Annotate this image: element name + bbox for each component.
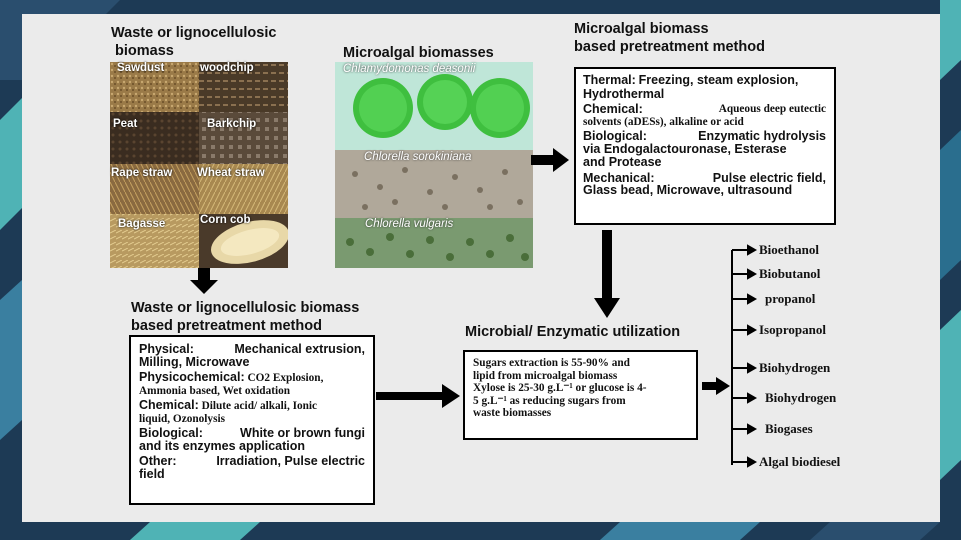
products-bracket bbox=[731, 244, 758, 468]
product-biogases: Biogases bbox=[765, 421, 813, 436]
arrow-pretreatment-to-utilization bbox=[594, 230, 620, 318]
waste-pretreatment-box: Physical:Mechanical extrusion, Milling, … bbox=[129, 335, 375, 505]
microalgae-photo bbox=[335, 62, 533, 268]
label-corn-cob: Corn cob bbox=[200, 214, 251, 226]
label-rape-straw: Rape straw bbox=[111, 167, 173, 179]
label-chlorella-vulgaris: Chlorella vulgaris bbox=[365, 218, 454, 230]
arrow-utilization-to-products bbox=[702, 377, 730, 395]
label-bagasse: Bagasse bbox=[118, 218, 166, 230]
product-propanol: propanol bbox=[765, 291, 816, 306]
product-bioethanol: Bioethanol bbox=[759, 242, 819, 257]
waste-biomass-photo bbox=[110, 62, 288, 268]
microalgal-pretreatment-heading: Microalgal biomass based pretreatment me… bbox=[574, 21, 765, 55]
product-isopropanol: Isopropanol bbox=[759, 322, 826, 337]
microalgal-biomasses-heading: Microalgal biomasses bbox=[343, 45, 494, 61]
arrow-algae-to-pretreatment bbox=[531, 148, 569, 172]
product-biobutanol: Biobutanol bbox=[759, 266, 821, 281]
label-chlamydomonas: Chlamydomonas deasonii bbox=[343, 63, 476, 75]
label-wheat-straw: Wheat straw bbox=[197, 167, 265, 179]
label-sawdust: Sawdust bbox=[117, 62, 165, 74]
label-woodchip: woodchip bbox=[200, 62, 254, 74]
arrow-waste-down bbox=[190, 268, 218, 294]
waste-biomass-heading: Waste or lignocellulosic biomass bbox=[111, 25, 277, 59]
label-peat: Peat bbox=[113, 118, 138, 130]
arrow-waste-to-utilization bbox=[376, 384, 460, 408]
product-biohydrogen-1: Biohydrogen bbox=[759, 360, 831, 375]
microalgal-pretreatment-box: Thermal: Freezing, steam explosion, Hydr… bbox=[574, 67, 836, 225]
label-chlorella-sorokiniana: Chlorella sorokiniana bbox=[364, 151, 472, 163]
waste-pretreatment-heading: Waste or lignocellulosic biomass based p… bbox=[131, 300, 360, 334]
label-barkchip: Barkchip bbox=[207, 118, 257, 130]
product-algal-biodiesel: Algal biodiesel bbox=[759, 454, 841, 469]
product-biohydrogen-2: Biohydrogen bbox=[765, 390, 837, 405]
sugar-extraction-box: Sugars extraction is 55-90% and lipid fr… bbox=[463, 350, 698, 440]
microbial-utilization-heading: Microbial/ Enzymatic utilization bbox=[465, 324, 681, 340]
